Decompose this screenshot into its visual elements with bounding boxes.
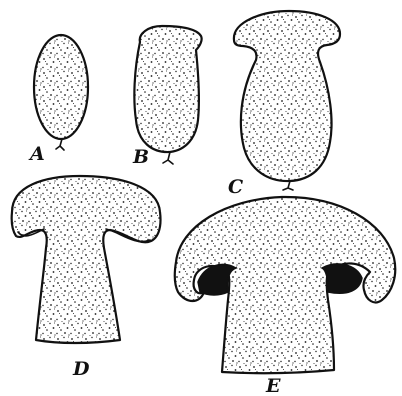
stage-c-cap-forming-stage: C [228,11,340,198]
stage-a-body [34,35,88,139]
stage-e-label: E [265,375,281,396]
stage-b-body [134,26,201,152]
stage-e-mature-mushroom-stage: E [175,197,396,396]
stage-a-button-stage: A [28,35,88,165]
stage-d-body [12,176,161,343]
stage-b-root [163,152,173,164]
stage-b-label: B [132,146,149,168]
stage-d-label: D [72,358,90,380]
stage-c-root [283,181,293,190]
stage-e-right-gill [322,264,362,293]
stage-b-elongated-stage: B [132,26,202,168]
stage-c-label: C [228,176,243,198]
stage-c-body [234,11,340,181]
stage-a-root [56,139,64,150]
stage-a-label: A [28,143,45,165]
stage-d-button-mushroom-stage: D [12,176,161,380]
